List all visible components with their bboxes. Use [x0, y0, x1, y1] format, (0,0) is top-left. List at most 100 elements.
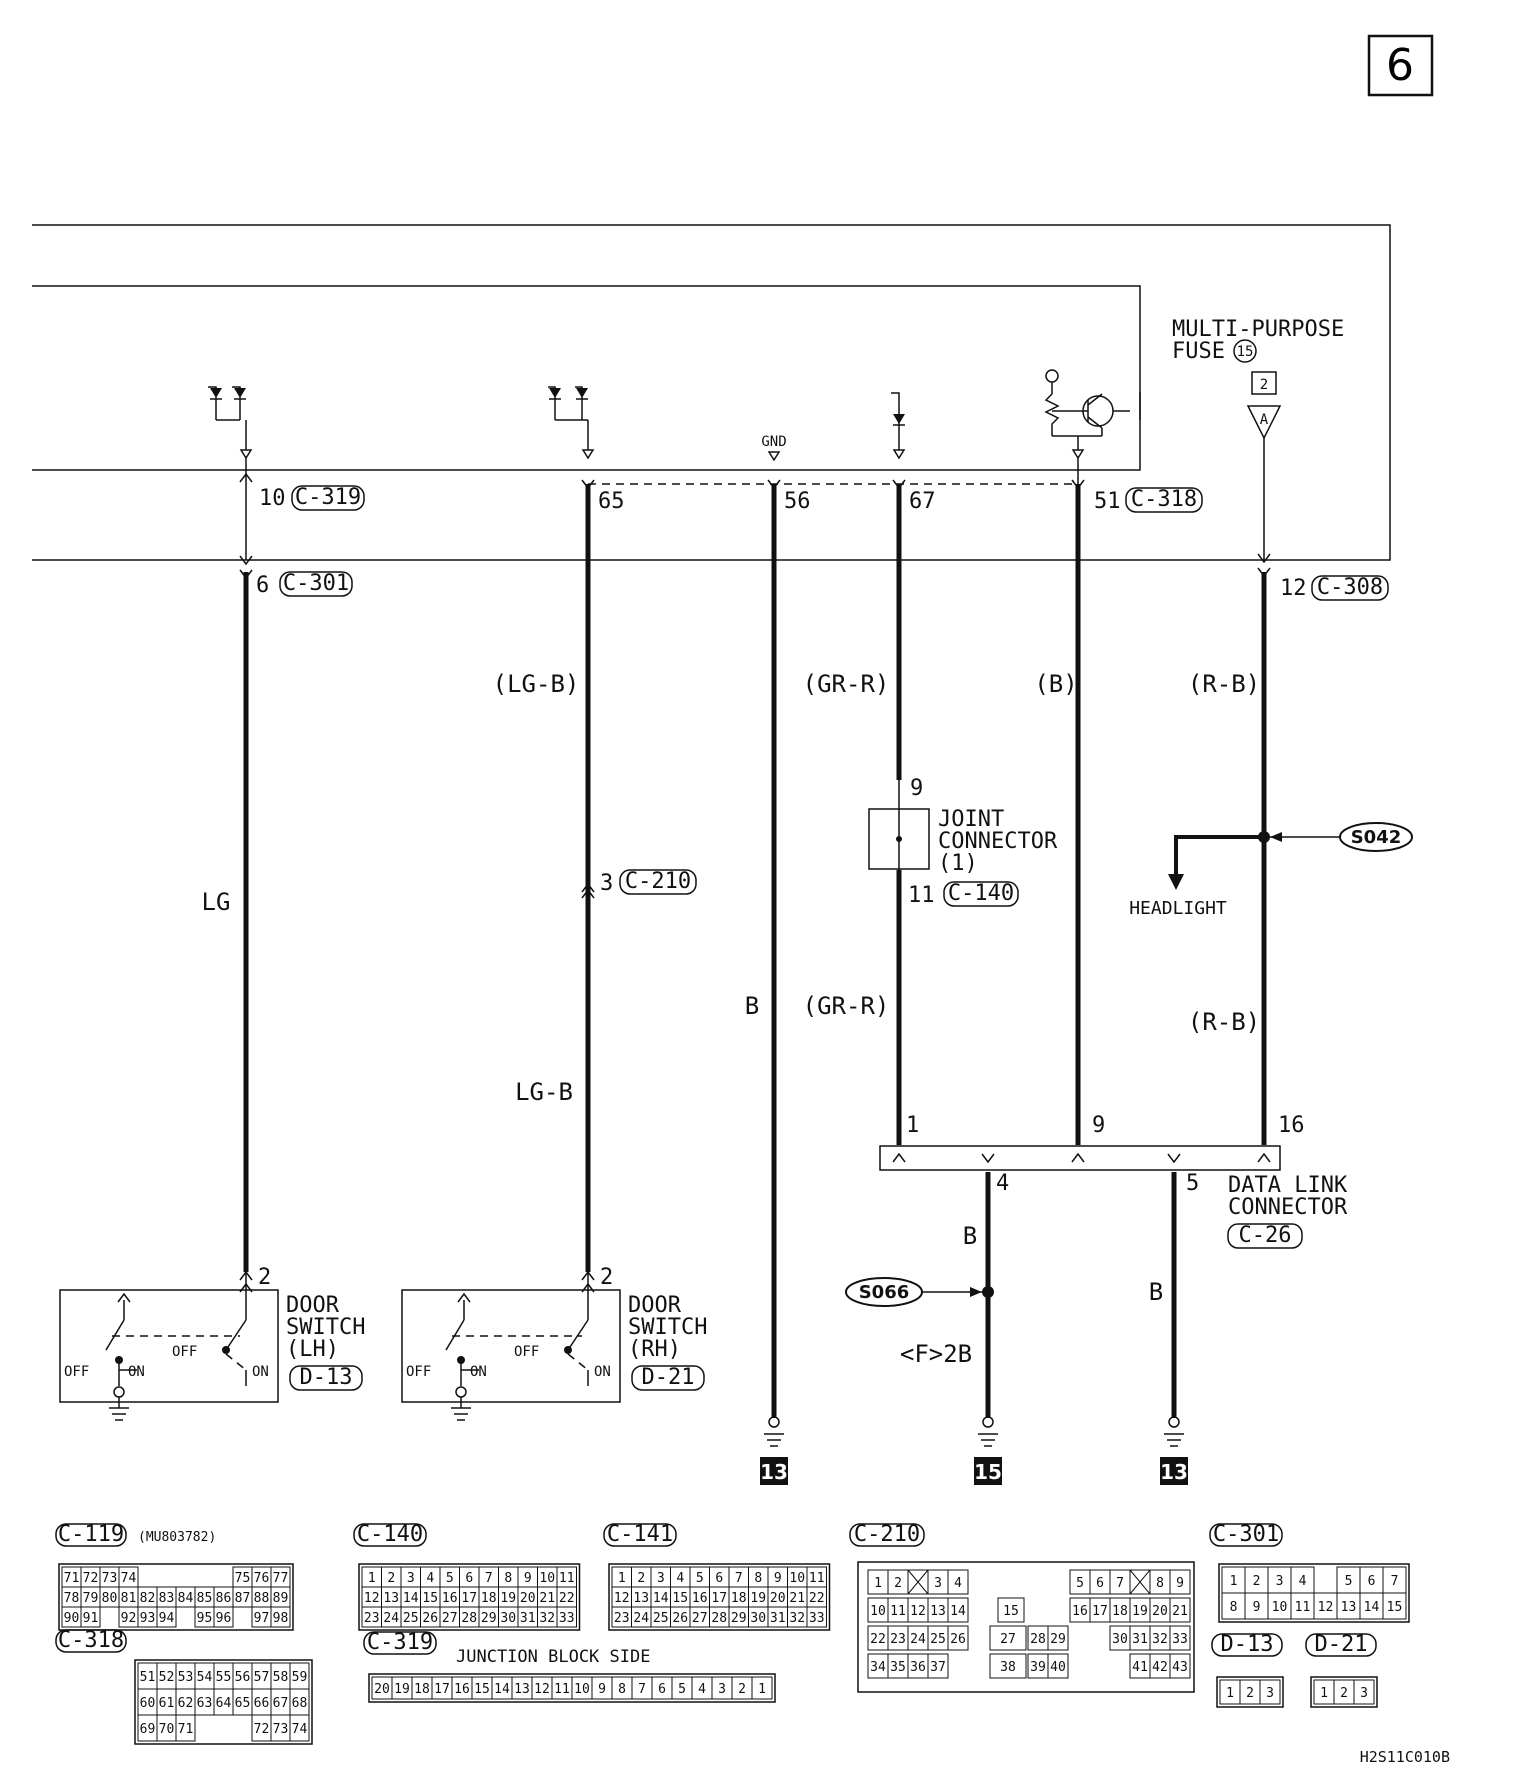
c301-pin-label: 8	[1230, 1600, 1238, 1615]
c119-pin-label: 85	[197, 1591, 213, 1606]
c319-pin-label: 20	[374, 1682, 390, 1697]
c140-pin-label: 5	[446, 1571, 454, 1586]
c119-pin	[213, 1606, 234, 1628]
c210-pin-label: 27	[1000, 1632, 1016, 1647]
c210-label: C-210	[854, 1522, 920, 1547]
c141-pin-label: 30	[750, 1611, 766, 1626]
c301-pin	[1382, 1592, 1407, 1620]
c141-pin-label: 19	[750, 1591, 766, 1606]
c140-pin-label: 29	[481, 1611, 497, 1626]
c318-pin-label: 73	[273, 1722, 289, 1737]
c301-label: C-301	[1213, 1522, 1279, 1547]
wire-color-b-paren: (B)	[1034, 670, 1077, 698]
c210-pin-label: 6	[1096, 1576, 1104, 1591]
dlc-label-1: DATA LINK	[1228, 1173, 1348, 1198]
c210-pin	[947, 1569, 969, 1595]
c140-pin-label: 17	[461, 1591, 477, 1606]
c140-frame	[358, 1563, 581, 1631]
c319-pin-label: 14	[494, 1682, 510, 1697]
c318-frame	[134, 1659, 313, 1745]
s066-leader-arrow	[970, 1287, 982, 1297]
wire-color-r-b-lower: (R-B)	[1188, 1008, 1260, 1036]
c210-pin-label: 4	[954, 1576, 962, 1591]
c318-pin-label: 66	[254, 1696, 270, 1711]
c318-badge	[1125, 487, 1203, 513]
diode-single	[891, 392, 906, 460]
c119-pin-label: 95	[197, 1611, 213, 1626]
headlight-arrow	[1168, 874, 1184, 890]
door-rh-off: OFF	[406, 1364, 431, 1380]
door-rh-label-1: DOOR	[628, 1293, 682, 1318]
c318-pin-label: 52	[159, 1670, 175, 1685]
c318-pin-label: 54	[197, 1670, 213, 1685]
page-number: 6	[1386, 40, 1414, 91]
c210-pin-label: 19	[1132, 1604, 1148, 1619]
dlc-pin-16: 16	[1278, 1113, 1305, 1138]
c210-pin	[1169, 1653, 1191, 1679]
c140-pin-label: 24	[383, 1611, 399, 1626]
c119-pin-label: 89	[273, 1591, 289, 1606]
c119-pin-label: 73	[102, 1571, 118, 1586]
door-rh-on-2: ON	[594, 1364, 611, 1380]
c210-pin-label: 11	[890, 1604, 906, 1619]
c210-pin	[1047, 1625, 1069, 1651]
d21-pin-label: 2	[1340, 1686, 1348, 1701]
c210-pin-label: 10	[870, 1604, 886, 1619]
c210-pin-label: 20	[1152, 1604, 1168, 1619]
c210-pin	[1169, 1569, 1191, 1595]
wire-color-gr-r-upper: (GR-R)	[803, 670, 890, 698]
c301-pin-label: 11	[1295, 1600, 1311, 1615]
c318-pin-label: 65	[235, 1696, 251, 1711]
c119-pin-label: 78	[64, 1591, 80, 1606]
c301-pin-label: 12	[1318, 1600, 1334, 1615]
c119-pin-label: 90	[64, 1611, 80, 1626]
dlc-label-2: CONNECTOR	[1228, 1195, 1348, 1220]
c141-label: C-141	[607, 1522, 673, 1547]
c119-pin-label: 84	[178, 1591, 194, 1606]
c119-pin-label: 86	[216, 1591, 232, 1606]
c141-pin-label: 5	[696, 1571, 704, 1586]
c119-pin-label: 72	[83, 1571, 99, 1586]
c140-pin-label: 28	[461, 1611, 477, 1626]
c119-pin	[80, 1606, 101, 1628]
c119-pin-label: 81	[121, 1591, 137, 1606]
c210-pin-blank	[907, 1569, 929, 1595]
dlc-pin-9: 9	[1092, 1113, 1105, 1138]
d21-view-badge	[1305, 1633, 1377, 1657]
c301-pin-label: 6	[1368, 1574, 1376, 1589]
wire-color-b: B	[745, 992, 759, 1020]
c140-pin-label: 2	[387, 1571, 395, 1586]
c140-label: C-140	[357, 1522, 423, 1547]
c210-arrows	[581, 882, 595, 899]
gnd-terminal: GND	[761, 434, 787, 462]
pin-10-connector: C-319	[295, 485, 361, 510]
c318-pin-label: 72	[254, 1722, 270, 1737]
d21-pin-label: 1	[1320, 1686, 1328, 1701]
pin-65: 65	[598, 489, 625, 514]
c318-pin-label: 57	[254, 1670, 270, 1685]
joint-connector-id: C-140	[948, 881, 1014, 906]
c319-pin-label: 6	[658, 1682, 666, 1697]
c210-pin	[927, 1653, 949, 1679]
junction-block-outline	[32, 224, 1391, 561]
c141-pin	[806, 1606, 827, 1628]
door-rh-label-2: SWITCH	[628, 1315, 707, 1340]
c318-pin-label: 74	[292, 1722, 308, 1737]
pin-51: 51	[1094, 489, 1121, 514]
c319-pin-label: 2	[738, 1682, 746, 1697]
c210-view-badge	[849, 1523, 925, 1547]
c141-pin-label: 26	[672, 1611, 688, 1626]
ground-ref-2: 15	[974, 1460, 1002, 1484]
c210-pin-label: 28	[1030, 1632, 1046, 1647]
c319-pin-label: 18	[414, 1682, 430, 1697]
c210-pin-label: 14	[950, 1604, 966, 1619]
c119-pin-label: 98	[273, 1611, 289, 1626]
c140-pin-label: 33	[559, 1611, 575, 1626]
door-rh-off-2: OFF	[514, 1344, 539, 1360]
d21-pin	[1353, 1679, 1375, 1705]
c318-pin-label: 58	[273, 1670, 289, 1685]
c318-pin-label: 67	[273, 1696, 289, 1711]
